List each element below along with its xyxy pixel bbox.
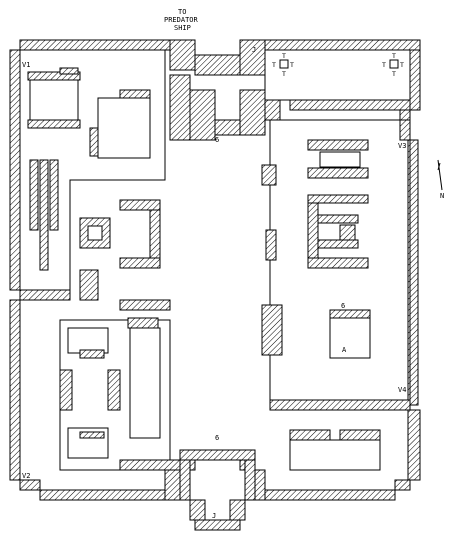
room-t — [264, 49, 411, 101]
label-v2: V2 — [22, 472, 30, 480]
t-label-7: T — [400, 61, 404, 69]
t-label-8: T — [392, 70, 396, 78]
label-v3: V3 — [398, 142, 406, 150]
interior-rooms — [29, 79, 151, 241]
label-j-top: J — [252, 46, 256, 54]
outer-walls — [9, 39, 421, 531]
label-a: A — [342, 346, 347, 354]
label-six-bottom: 6 — [215, 434, 219, 442]
label-j-bottom: J — [212, 512, 216, 520]
exit-label-line2: PREDATOR — [164, 16, 199, 24]
t-label-3: T — [290, 61, 294, 69]
t-label-6: T — [382, 61, 386, 69]
interior-blocks — [19, 67, 161, 301]
t-label-1: T — [282, 52, 286, 60]
t-label-5: T — [392, 52, 396, 60]
t-label-2: T — [272, 61, 276, 69]
label-v4: V4 — [398, 386, 406, 394]
room-v2 — [59, 299, 181, 471]
label-six-room: 6 — [341, 302, 345, 310]
exit-label-line1: TO — [178, 8, 186, 16]
compass-letter: N — [440, 192, 444, 200]
room-v3-v4 — [261, 99, 411, 471]
exit-label-line3: SHIP — [174, 24, 191, 32]
label-v1: V1 — [22, 61, 30, 69]
label-six-top: 6 — [215, 136, 219, 144]
compass — [437, 159, 443, 191]
t-label-4: T — [282, 70, 286, 78]
